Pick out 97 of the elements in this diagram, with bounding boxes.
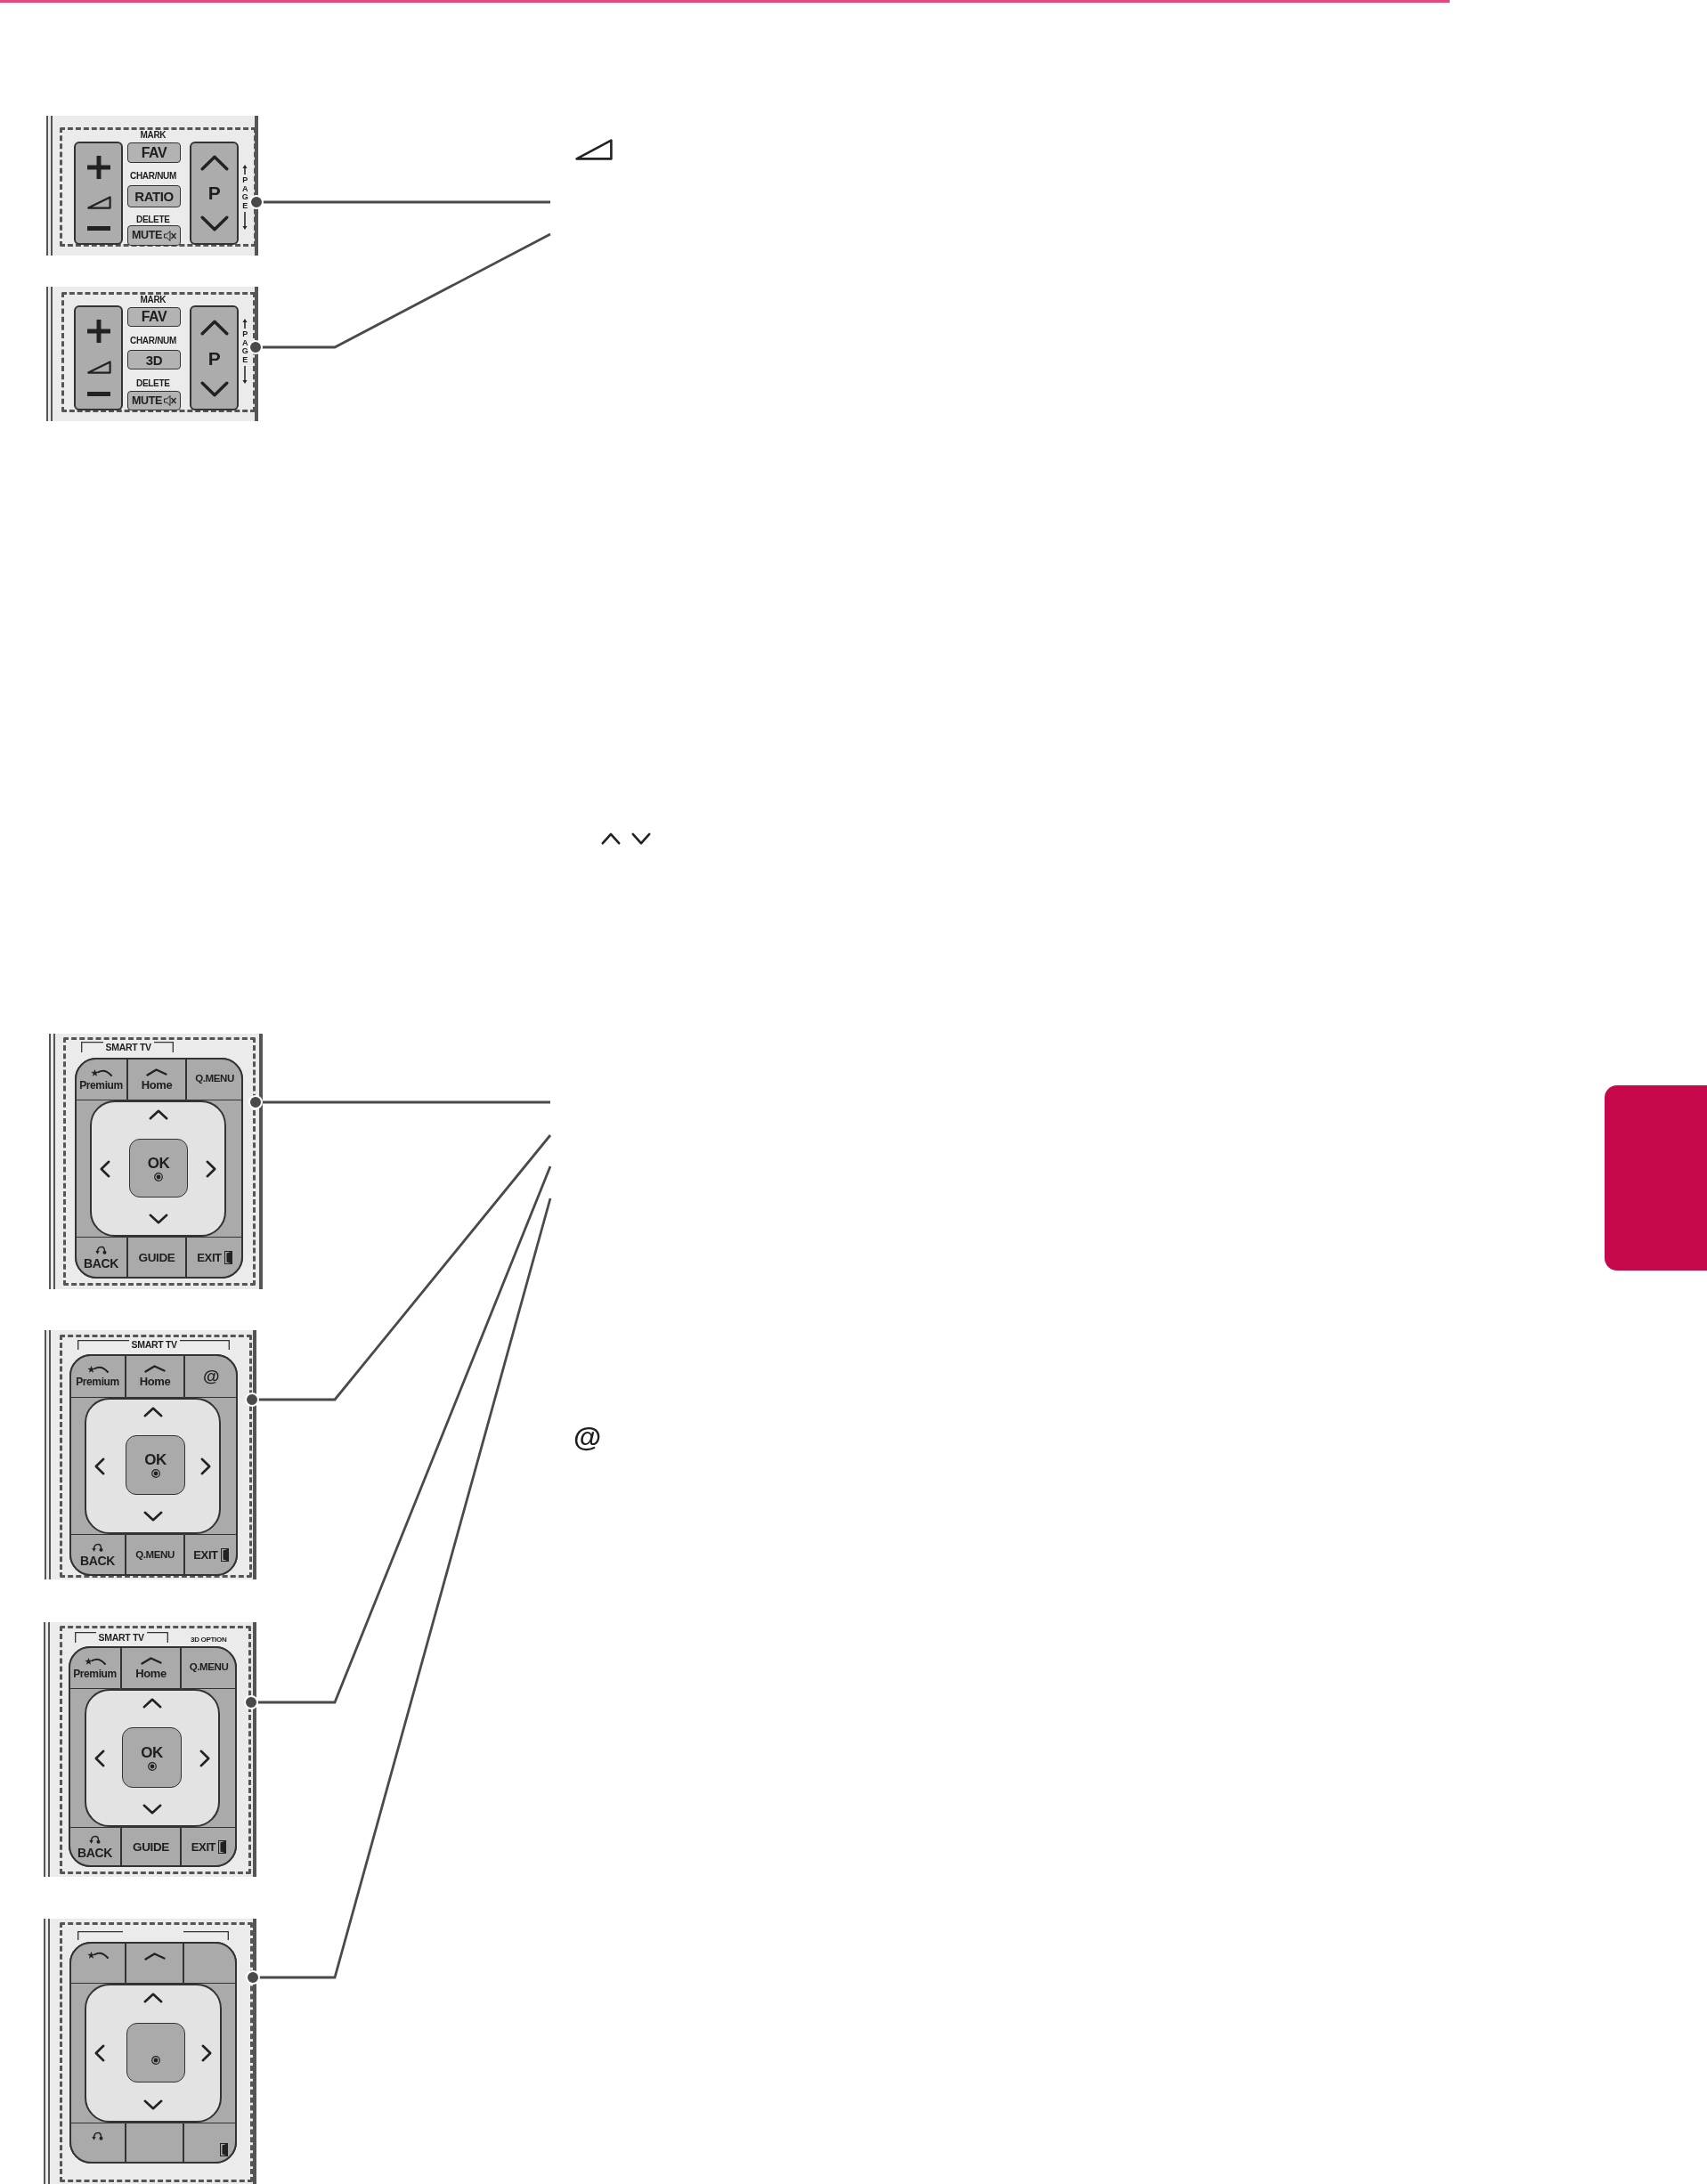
remote-button (121, 1827, 181, 1867)
key-label: P (207, 183, 221, 203)
leader-line (246, 1198, 552, 1985)
remote-button (126, 1534, 184, 1576)
remote-button (127, 185, 181, 207)
key-label: MUTE (132, 394, 162, 407)
leader-line (244, 1165, 552, 1709)
function-label: MARK (140, 296, 167, 304)
key-label: GUIDE (138, 1251, 175, 1264)
channel-rocker (190, 142, 239, 245)
volume-rocker (74, 305, 123, 410)
remote-button (126, 1942, 183, 1984)
key-label: OK (141, 1744, 163, 1760)
remote-button (181, 1827, 237, 1867)
button-cluster (75, 1058, 243, 1279)
remote-button (126, 2123, 183, 2164)
remote-button (186, 1058, 243, 1100)
direction-pad (85, 1689, 220, 1827)
direction-pad (85, 1398, 221, 1534)
key-label: OK (144, 1452, 167, 1467)
key-label: EXIT (197, 1252, 222, 1263)
direction-pad (85, 1984, 222, 2123)
button-panel (61, 292, 256, 412)
key-label: Premium (73, 1668, 117, 1679)
remote-button (69, 1354, 126, 1398)
key-label: FAV (141, 310, 167, 324)
channel-rocker (190, 305, 239, 410)
function-label: CHAR/NUM (130, 337, 177, 345)
section-label: SMART TV (131, 1339, 177, 1349)
key-label: Premium (76, 1376, 119, 1387)
section-label: SMART TV (98, 1632, 144, 1642)
remote-button (127, 1058, 186, 1100)
key-label: EXIT (193, 1549, 218, 1561)
leader-line (245, 1134, 552, 1407)
key-label: @ (202, 1368, 220, 1384)
function-label: MARK (140, 131, 167, 140)
remote-button (126, 1354, 184, 1398)
remote-button (186, 1237, 243, 1279)
leader-line (248, 232, 551, 354)
remote-button (127, 225, 181, 246)
key-label: Q.MENU (135, 1549, 175, 1561)
leader-line (248, 1095, 550, 1109)
key-label: Home (139, 1376, 171, 1387)
remote-button (181, 1646, 237, 1689)
remote-button (127, 391, 181, 410)
button-panel (60, 127, 256, 247)
key-label: BACK (84, 1257, 118, 1270)
function-label: DELETE (136, 379, 170, 388)
key-label: Home (141, 1078, 173, 1091)
key-label: OK (147, 1155, 170, 1171)
button-cluster (69, 1646, 237, 1867)
remote-button (69, 1646, 121, 1689)
remote-button (69, 2123, 126, 2164)
function-label: CHAR/NUM (130, 172, 177, 181)
function-label: DELETE (136, 215, 170, 224)
key-label: FAV (141, 145, 167, 160)
remote-button (184, 1354, 238, 1398)
key-label: BACK (77, 1847, 112, 1859)
remote-button (127, 1237, 186, 1279)
symbol-text: @ (573, 1423, 601, 1451)
remote-button (129, 1139, 188, 1198)
section-tab (1605, 1085, 1707, 1271)
volume-rocker (74, 142, 123, 245)
section-label: SMART TV (105, 1042, 151, 1051)
direction-pad (90, 1100, 226, 1237)
remote-button (127, 350, 181, 369)
remote-button (183, 2123, 237, 2164)
remote-button (184, 1534, 238, 1576)
key-label: 3D (145, 353, 163, 367)
key-label: Home (135, 1667, 167, 1679)
key-label: Q.MENU (189, 1662, 229, 1673)
function-label: PAGE (241, 330, 248, 364)
remote-button (121, 1646, 181, 1689)
remote-button (127, 307, 181, 327)
key-label: RATIO (134, 190, 174, 203)
function-label: 3D OPTION (191, 1636, 227, 1644)
remote-button (126, 2023, 185, 2083)
remote-button (183, 1942, 237, 1984)
remote-button (127, 142, 181, 163)
remote-button (126, 1435, 185, 1495)
key-label: Q.MENU (195, 1074, 234, 1084)
key-label: EXIT (191, 1841, 216, 1853)
remote-button (69, 1534, 126, 1576)
key-label: BACK (80, 1555, 115, 1567)
remote-button (75, 1237, 127, 1279)
key-label: MUTE (132, 230, 162, 241)
leader-line (249, 195, 550, 209)
key-label: P (207, 348, 221, 368)
button-cluster (69, 1942, 237, 2164)
key-label: Premium (79, 1079, 123, 1091)
remote-button (69, 1827, 121, 1867)
remote-button (69, 1942, 126, 1984)
remote-button (122, 1727, 182, 1788)
button-cluster (69, 1354, 238, 1576)
key-label: GUIDE (133, 1840, 169, 1854)
function-label: PAGE (241, 176, 248, 210)
remote-button (75, 1058, 127, 1100)
